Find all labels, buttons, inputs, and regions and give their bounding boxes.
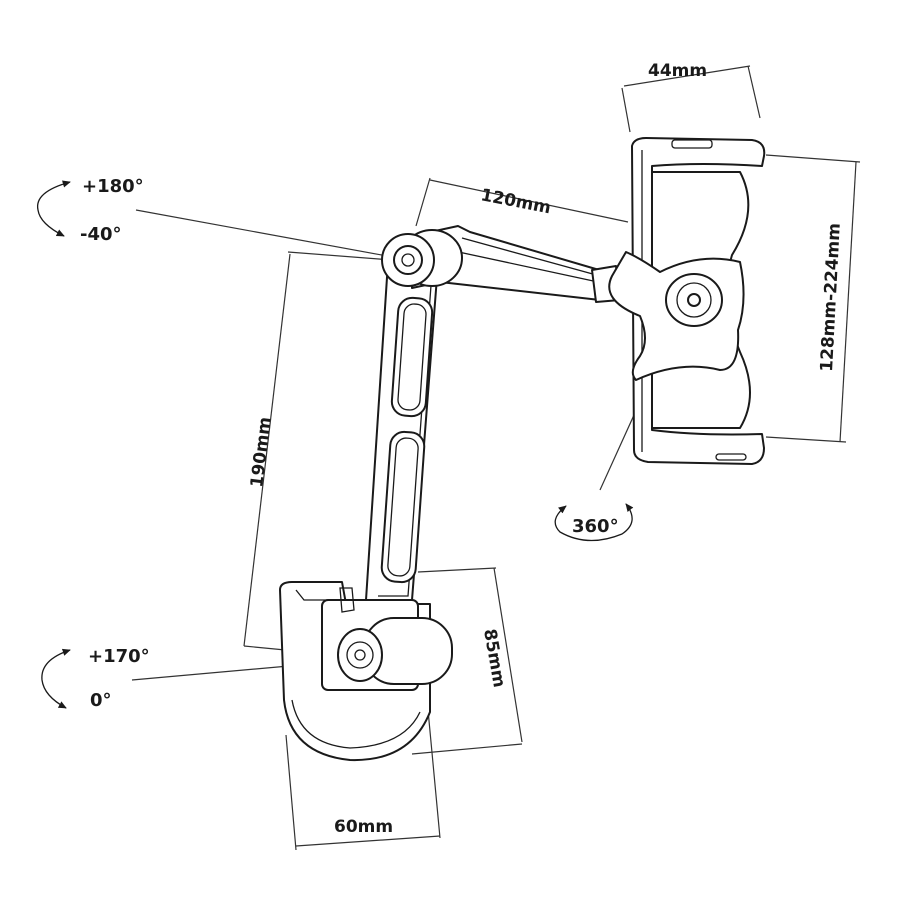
rotation-arrows bbox=[36, 180, 634, 709]
elbow-joint bbox=[381, 229, 463, 287]
label-arm-height: 190mm bbox=[247, 416, 275, 489]
wall-base bbox=[279, 581, 453, 762]
upper-arm bbox=[411, 225, 621, 303]
tablet-holder bbox=[608, 137, 766, 465]
label-clamp-range: 128mm-224mm bbox=[817, 223, 845, 373]
label-clamp-depth: 44mm bbox=[648, 61, 707, 81]
label-elbow-min: -40° bbox=[80, 224, 122, 245]
label-holder-rotation: 360° bbox=[572, 516, 619, 537]
label-elbow-max: +180° bbox=[82, 176, 144, 197]
lower-arm bbox=[365, 261, 439, 601]
dimension-lines bbox=[243, 65, 861, 851]
label-arm-length: 120mm bbox=[479, 185, 552, 218]
label-base-width: 60mm bbox=[334, 817, 393, 837]
label-base-min: 0° bbox=[90, 690, 112, 711]
label-base-max: +170° bbox=[88, 646, 150, 667]
